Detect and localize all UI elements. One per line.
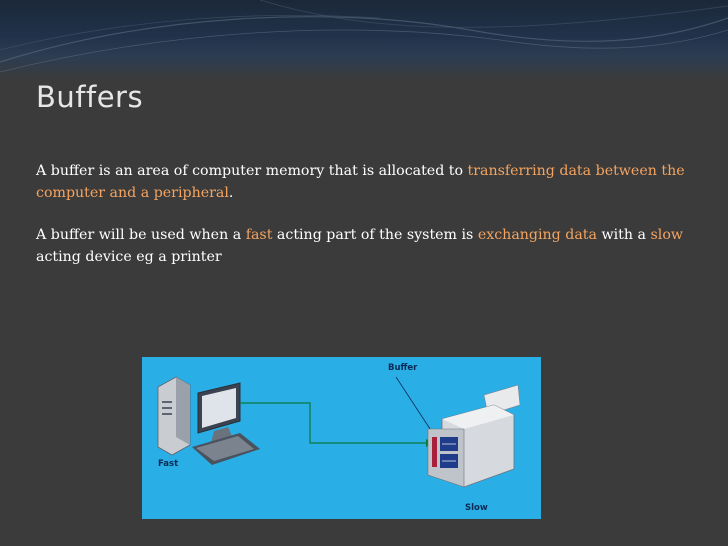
p2-text-d: acting device eg a printer <box>36 249 222 265</box>
label-buffer: Buffer <box>388 363 418 373</box>
p2-highlight-exchanging-data: exchanging data <box>477 227 597 243</box>
buffer-diagram: Buffer Fast Slow <box>142 357 541 519</box>
p2-text-c: with a <box>596 227 651 243</box>
label-fast: Fast <box>158 459 178 469</box>
buffer-pointer-line <box>395 376 435 436</box>
paragraph-buffer-definition: A buffer is an area of computer memory t… <box>36 160 696 204</box>
paragraph-buffer-usage: A buffer will be used when a fast acting… <box>36 224 696 268</box>
printer-icon <box>427 384 521 488</box>
header-swirl <box>0 0 728 73</box>
header-band <box>0 0 728 80</box>
slide-title: Buffers <box>36 80 144 114</box>
p1-highlight-peripheral: between the computer and a peripheral <box>36 163 685 201</box>
p2-text-a: A buffer will be used when a <box>36 227 246 243</box>
p1-highlight-transferring-data: transferring data <box>467 163 592 179</box>
p1-text-c: . <box>228 185 234 201</box>
p2-text-b: acting part of the system is <box>272 227 478 243</box>
p2-highlight-fast: fast <box>245 227 273 243</box>
label-slow: Slow <box>465 503 488 513</box>
connector-line <box>240 402 426 444</box>
p1-text-a: A buffer is an area of computer memory t… <box>36 163 468 179</box>
computer-icon <box>157 376 260 465</box>
p2-highlight-slow: slow <box>650 227 684 243</box>
